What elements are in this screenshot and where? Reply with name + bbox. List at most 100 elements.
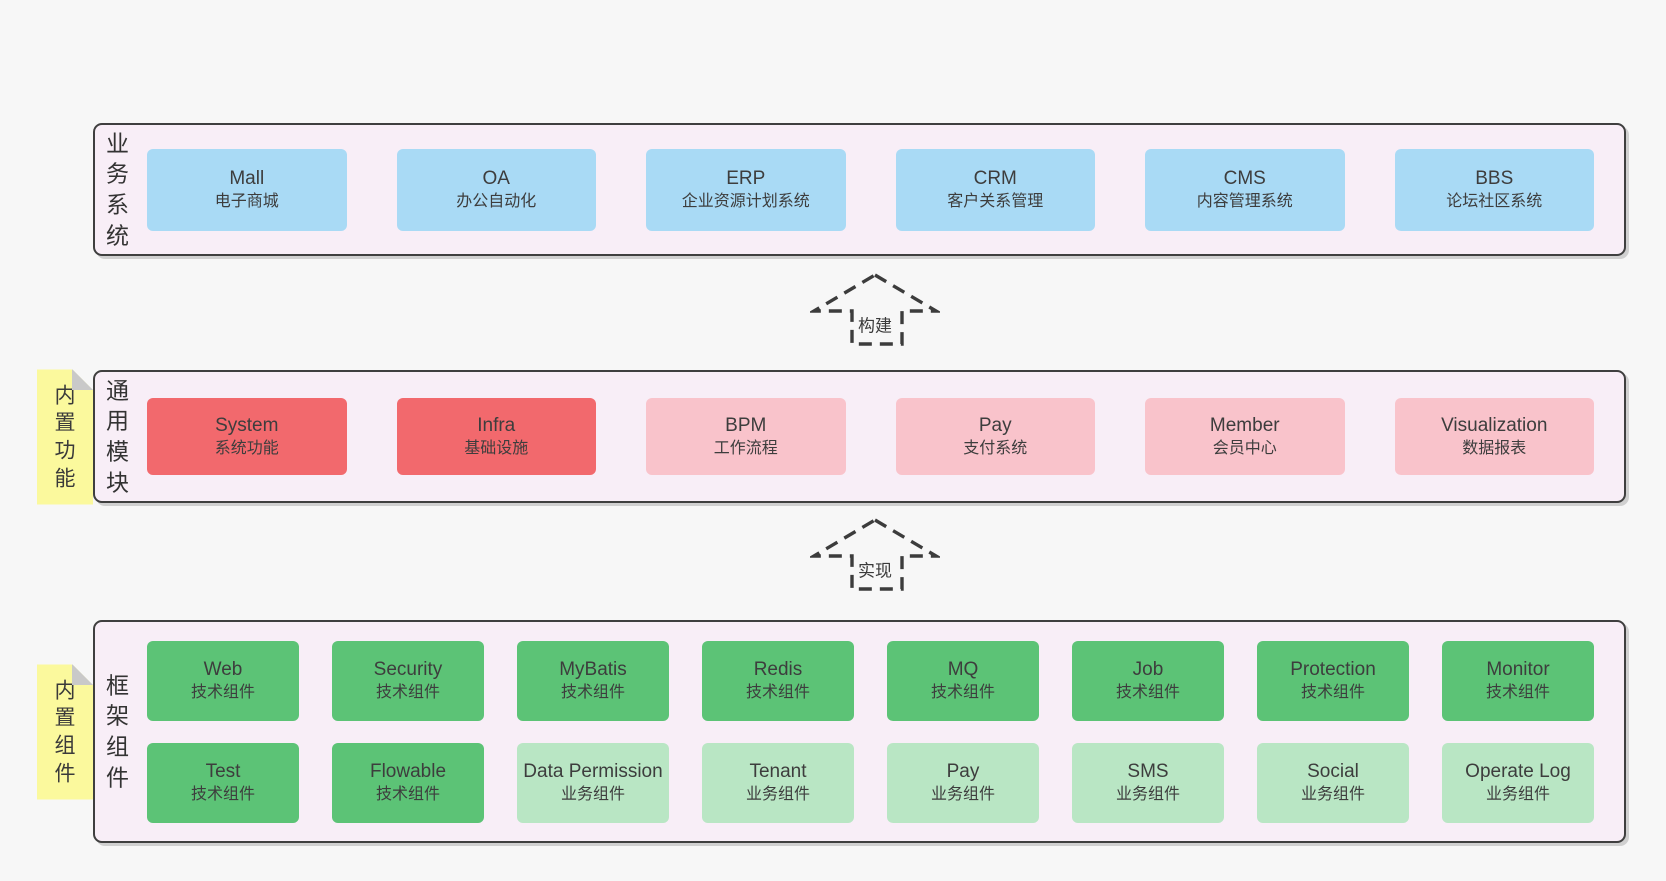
box-erp: ERP 企业资源计划系统 [646,148,846,231]
dashed-up-arrow-icon [810,273,940,346]
box-subtitle: 技术组件 [930,684,995,702]
box-system: System 系统功能 [147,398,347,475]
box-subtitle: 业务组件 [1485,786,1550,804]
box-subtitle: 工作流程 [713,440,778,458]
box-title: MQ [947,659,979,681]
box-title: Pay [978,415,1012,437]
box-row: System 系统功能 Infra 基础设施 BPM 工作流程 Pay 支付系统 Member 会… [147,398,1594,475]
box-subtitle: 技术组件 [1115,684,1180,702]
box-title: SMS [1127,761,1169,783]
box-infra: Infra 基础设施 [396,398,596,475]
box-mall: Mall 电子商城 [147,148,347,231]
box-title: Security [373,659,443,681]
box-title: Social [1307,761,1359,783]
box-subtitle: 会员中心 [1212,440,1277,458]
box-social: Social 业务组件 [1257,742,1409,823]
box-protection: Protection 技术组件 [1257,640,1409,721]
sticky-note-builtin-features: 内置功能 [37,369,93,504]
arrow-build: 构建 [810,272,940,348]
box-job: Job 技术组件 [1072,640,1224,721]
box-subtitle: 电子商城 [214,193,279,211]
box-title: Tenant [749,761,807,783]
box-subtitle: 技术组件 [745,684,810,702]
box-subtitle: 技术组件 [375,786,440,804]
section-label: 框架组件 [106,671,129,791]
box-mq: MQ 技术组件 [887,640,1039,721]
box-subtitle: 基础设施 [464,440,529,458]
box-title: OA [482,168,510,190]
box-subtitle: 技术组件 [1300,684,1365,702]
box-pay: Pay 支付系统 [895,398,1095,475]
box-subtitle: 技术组件 [560,684,625,702]
box-title: ERP [726,168,766,190]
box-subtitle: 内容管理系统 [1196,193,1293,211]
box-title: Mall [229,168,265,190]
box-subtitle: 系统功能 [214,440,279,458]
box-web: Web 技术组件 [147,640,299,721]
box-redis: Redis 技术组件 [702,640,854,721]
box-title: System [215,415,279,437]
box-subtitle: 客户关系管理 [947,193,1044,211]
box-sms: SMS 业务组件 [1072,742,1224,823]
box-mybatis: MyBatis 技术组件 [517,640,669,721]
section-framework-components: 内置组件 框架组件 Web 技术组件 Security 技术组件 MyBatis 技术组件… [37,620,1626,843]
box-title: Infra [477,415,516,437]
box-subtitle: 支付系统 [963,440,1028,458]
box-title: Job [1132,659,1164,681]
box-subtitle: 技术组件 [190,786,255,804]
arrow-build-label: 构建 [855,310,895,338]
box-cms: CMS 内容管理系统 [1145,148,1345,231]
box-subtitle: 技术组件 [1485,684,1550,702]
box-subtitle: 技术组件 [190,684,255,702]
box-security: Security 技术组件 [332,640,484,721]
box-title: Web [203,659,243,681]
box-subtitle: 企业资源计划系统 [681,193,810,211]
dashed-up-arrow-icon [810,518,940,591]
box-grid: System 系统功能 Infra 基础设施 BPM 工作流程 Pay 支付系统 Member 会… [147,372,1594,501]
box-bpm: BPM 工作流程 [646,398,846,475]
box-title: Data Permission [523,761,663,783]
box-title: BBS [1475,168,1514,190]
box-subtitle: 业务组件 [1115,786,1180,804]
sticky-note-builtin-components: 内置组件 [37,664,93,799]
box-subtitle: 业务组件 [1300,786,1365,804]
section-common-modules: 内置功能 通用模块 System 系统功能 Infra 基础设施 BPM 工作流程 Pay 支… [37,369,1626,504]
section-label: 通用模块 [106,376,129,496]
box-subtitle: 技术组件 [375,684,440,702]
box-member: Member 会员中心 [1145,398,1345,475]
arrow-implement-label: 实现 [855,555,895,583]
box-test: Test 技术组件 [147,742,299,823]
box-tenant: Tenant 业务组件 [702,742,854,823]
arrow-implement: 实现 [810,517,940,593]
box-title: CRM [973,168,1017,190]
box-title: BPM [725,415,767,437]
box-subtitle: 业务组件 [745,786,810,804]
box-monitor: Monitor 技术组件 [1442,640,1594,721]
box-title: MyBatis [559,659,627,681]
sticky-note-label: 内置功能 [54,384,76,491]
box-title: Pay [946,761,980,783]
box-subtitle: 业务组件 [930,786,995,804]
box-title: CMS [1223,168,1266,190]
box-title: Test [205,761,241,783]
sticky-note-label: 内置组件 [54,679,76,786]
box-crm: CRM 客户关系管理 [895,148,1095,231]
box-title: Member [1209,415,1280,437]
section-label: 业务系统 [106,129,129,249]
box-title: Redis [753,659,803,681]
box-title: Protection [1290,659,1376,681]
box-subtitle: 数据报表 [1462,440,1527,458]
box-title: Monitor [1486,659,1550,681]
